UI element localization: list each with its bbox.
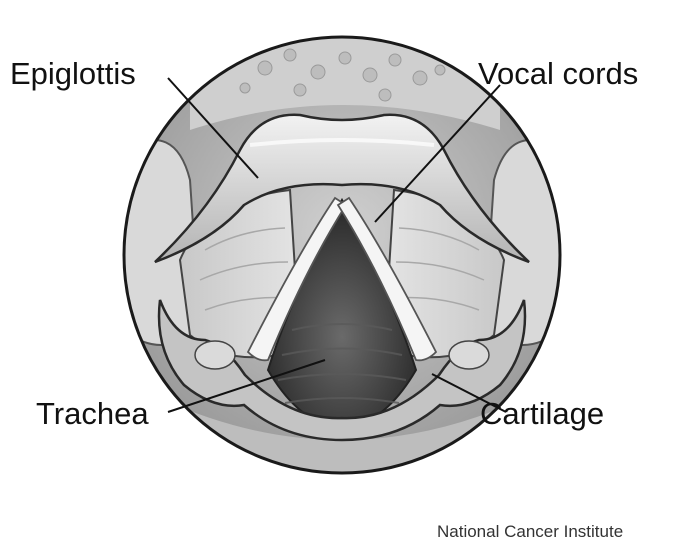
vocal-cords-label: Vocal cords (478, 58, 638, 89)
credit-text: National Cancer Institute (437, 522, 623, 542)
cartilage-label: Cartilage (480, 398, 604, 429)
trachea-label: Trachea (36, 398, 149, 429)
epiglottis-label: Epiglottis (10, 58, 136, 89)
